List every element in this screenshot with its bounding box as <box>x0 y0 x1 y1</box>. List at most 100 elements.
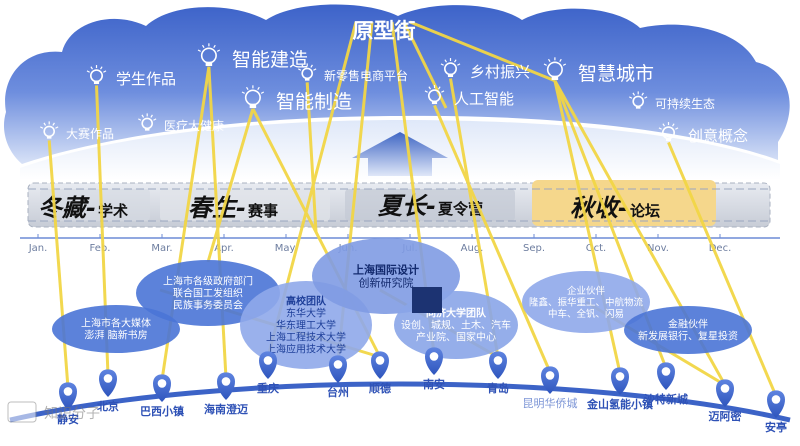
lightbulb-ray <box>100 66 103 70</box>
idea-label: 新零售电商平台 <box>324 68 408 83</box>
lightbulb-base <box>144 127 150 131</box>
pin-6: 台州 <box>327 355 349 399</box>
lightbulb-ray <box>454 59 457 63</box>
month-label: Jan. <box>28 243 48 254</box>
lightbulb-ray <box>457 63 461 66</box>
map-pin-icon <box>767 390 785 418</box>
map-pin-icon <box>425 347 443 375</box>
lightbulb-ray <box>301 64 305 68</box>
ellipse-line: 金融伙伴 <box>668 318 708 331</box>
season-sub-label: 赛事 <box>247 202 278 220</box>
ellipse-line: 高校团队 <box>286 295 327 308</box>
connection-line-17 <box>305 82 318 233</box>
idea-label: 医疗大健康 <box>164 118 224 133</box>
pin-dot <box>333 360 343 369</box>
map-pin-icon <box>716 379 734 407</box>
lightbulb-base <box>635 105 641 109</box>
pin-label: 北京 <box>97 399 119 413</box>
ellipse-line: 上海市各级政府部门 <box>163 275 253 288</box>
ellipse-shape <box>136 260 280 326</box>
pin-7: 顺德 <box>369 351 391 395</box>
map-pin-icon <box>489 351 507 379</box>
lightbulb-ray <box>543 63 547 66</box>
watermark: 知识分子 <box>7 401 100 423</box>
ellipse-line: 华东理工大学 <box>276 319 336 332</box>
idea-label: 智能建造 <box>232 49 308 71</box>
pin-label: 顺德 <box>369 381 391 395</box>
lightbulb-ray <box>438 86 441 90</box>
lightbulb-ray <box>138 118 142 121</box>
lightbulb-base <box>93 80 100 85</box>
month-label: May. <box>275 243 297 254</box>
lightbulb-ray <box>197 49 201 52</box>
lightbulb-base <box>304 77 310 81</box>
institute-block <box>412 287 442 313</box>
idea-9: 人工智能 <box>424 85 514 108</box>
pin-dot <box>771 395 781 404</box>
lightbulb-ray <box>141 114 145 118</box>
map-pin-icon <box>329 355 347 383</box>
map-pin-icon <box>153 374 171 402</box>
lightbulb-ray <box>444 59 447 63</box>
ellipse-line: 上海国际设计 <box>353 262 419 276</box>
pin-label: 青岛 <box>487 381 509 395</box>
pin-13: 迈阿密 <box>709 379 742 423</box>
connection-line-4 <box>207 66 228 379</box>
lightbulb-base <box>46 135 52 139</box>
ellipse-line: 澎湃 脑新书房 <box>84 329 147 342</box>
map-pin-icon <box>259 351 277 379</box>
pin-label: 安亭 <box>765 420 787 434</box>
lightbulb-ray <box>260 91 265 94</box>
lightbulb-ray <box>298 68 302 71</box>
pin-dot <box>63 387 73 396</box>
ellipse-shape <box>52 305 180 353</box>
idea-labels: 学生作品智能建造新零售电商平台乡村振兴智慧城市大赛作品医疗大健康智能制造人工智能… <box>40 43 748 145</box>
ellipse-line: 企业伙伴 <box>567 285 606 297</box>
map-pin-icon <box>59 382 77 410</box>
season-3: 夏长-夏令营 <box>378 192 483 220</box>
lightbulb-ray <box>103 70 107 73</box>
watermark-text: 知识分子 <box>44 405 100 422</box>
ellipse-line: 新发展银行、复星投资 <box>638 330 738 343</box>
idea-3: 新零售电商平台 <box>298 63 408 83</box>
lightbulb-base <box>551 75 559 81</box>
idea-label: 乡村振兴 <box>470 63 530 81</box>
lightbulb-ray <box>559 58 562 63</box>
lightbulb-ray <box>424 90 428 93</box>
lightbulb-ray <box>658 127 662 130</box>
pin-10: 昆明华侨城 <box>523 366 578 410</box>
ground-arc <box>9 381 791 423</box>
season-sub-label: 学术 <box>98 202 128 220</box>
pin-label: 昆明华侨城 <box>523 396 578 410</box>
pin-9: 青岛 <box>487 351 509 395</box>
lightbulb-ray <box>641 92 644 96</box>
month-label: Aug. <box>461 243 484 254</box>
lightbulb-ray <box>86 70 90 73</box>
pin-14: 安亭 <box>765 390 787 434</box>
connection-line-16 <box>667 141 778 397</box>
season-main-label: 夏长- <box>378 192 436 220</box>
month-label: Sep. <box>523 243 545 254</box>
idea-label: 智慧城市 <box>578 63 654 85</box>
pin-dot <box>221 377 231 386</box>
lightbulb-ray <box>313 68 317 71</box>
idea-8: 智能制造 <box>241 85 352 113</box>
lightbulb-ray <box>310 64 313 68</box>
idea-label: 创意概念 <box>688 127 748 145</box>
connection-line-1 <box>47 140 70 389</box>
pin-label: 南安 <box>423 377 445 391</box>
lightbulb-ray <box>562 63 567 66</box>
lightbulb-ray <box>202 44 205 49</box>
ellipse-shape <box>522 271 650 333</box>
ellipse-line: 创新研究院 <box>359 275 414 289</box>
ellipse-line: 产业院、国家中心 <box>416 331 496 344</box>
pin-3: 巴西小镇 <box>140 374 184 418</box>
watermark-icon <box>7 401 37 423</box>
ellipse-line: 民族事务委员会 <box>173 299 243 312</box>
lightbulb-ray <box>672 123 675 127</box>
pin-dot <box>263 356 273 365</box>
